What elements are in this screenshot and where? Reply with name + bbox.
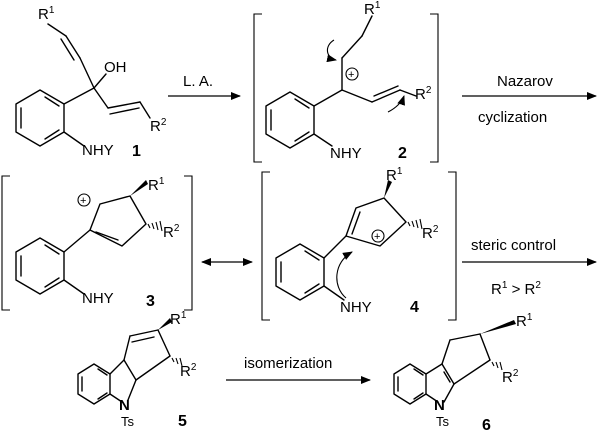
compound-5: R1 R2 N Ts 5 [77,310,197,430]
compound-3-r2: R2 [163,223,180,241]
compound-2-number: 2 [398,145,407,162]
compound-2-skeleton [265,15,417,149]
bracket-left-4 [261,171,270,321]
compound-5-tosyl: Ts [121,414,135,429]
arrow-nazarov-bottom-label: cyclization [478,109,547,126]
compound-6-r1: R1 [516,312,533,330]
compound-4-nhy: NHY [340,299,372,316]
compound-1-number: 1 [132,143,141,160]
compound-5-skeleton [77,318,183,405]
compound-2-nhy: NHY [330,145,362,162]
compound-6: R1 R2 N Ts 6 [393,312,533,434]
compound-5-number: 5 [178,413,187,430]
compound-3-charge: + [80,195,86,207]
compound-3-number: 3 [146,293,155,310]
arrow-steric-control-bottom-label: R1 > R2 [491,280,541,298]
compound-1-nhy: NHY [82,142,114,159]
compound-6-r2: R2 [502,368,519,386]
compound-4-number: 4 [410,299,419,316]
compound-4-r1: R1 [386,166,403,184]
compound-3-nhy: NHY [82,290,114,307]
compound-6-number: 6 [482,417,491,434]
bracket-right-3 [184,175,193,311]
compound-3-r1: R1 [148,176,165,194]
bracket-left-3 [1,175,10,311]
arrow-lewis-acid-label: L. A. [183,73,213,90]
compound-3-skeleton [15,180,163,295]
compound-4: + R1 R2 NHY 4 [261,166,457,321]
bracket-left-2 [253,13,262,163]
arrow-nazarov: Nazarov cyclization [462,73,597,126]
compound-6-skeleton [393,320,516,405]
compound-4-skeleton [275,180,423,301]
compound-1-oh: OH [104,59,127,76]
compound-3: + R1 R2 NHY 3 [1,175,193,311]
compound-2: + R1 R2 NHY 2 [253,0,439,163]
arrow-lewis-acid: L. A. [168,73,241,100]
compound-2-r1: R1 [364,0,381,18]
compound-2-r2: R2 [415,85,432,103]
arrow-nazarov-top-label: Nazarov [497,73,553,90]
compound-5-r2: R2 [180,362,197,380]
compound-1-r2: R2 [150,117,167,135]
arrow-steric-control-top-label: steric control [471,237,556,254]
compound-6-tosyl: Ts [436,414,450,429]
arrow-steric-control: steric control R1 > R2 [462,237,597,298]
compound-1: R1 OH R2 NHY 1 [15,5,167,160]
bracket-right-4 [448,171,457,321]
compound-6-nitrogen: N [434,397,445,414]
arrow-isomerization-label: isomerization [244,355,332,372]
compound-4-r2: R2 [422,224,439,242]
bracket-right-2 [430,13,439,163]
arrow-isomerization: isomerization [226,355,371,384]
compound-5-nitrogen: N [119,397,130,414]
compound-1-skeleton [15,23,151,147]
compound-2-charge: + [348,69,354,81]
compound-4-charge: + [374,231,380,243]
compound-1-r1: R1 [38,5,55,23]
compound-5-r1: R1 [170,310,187,328]
